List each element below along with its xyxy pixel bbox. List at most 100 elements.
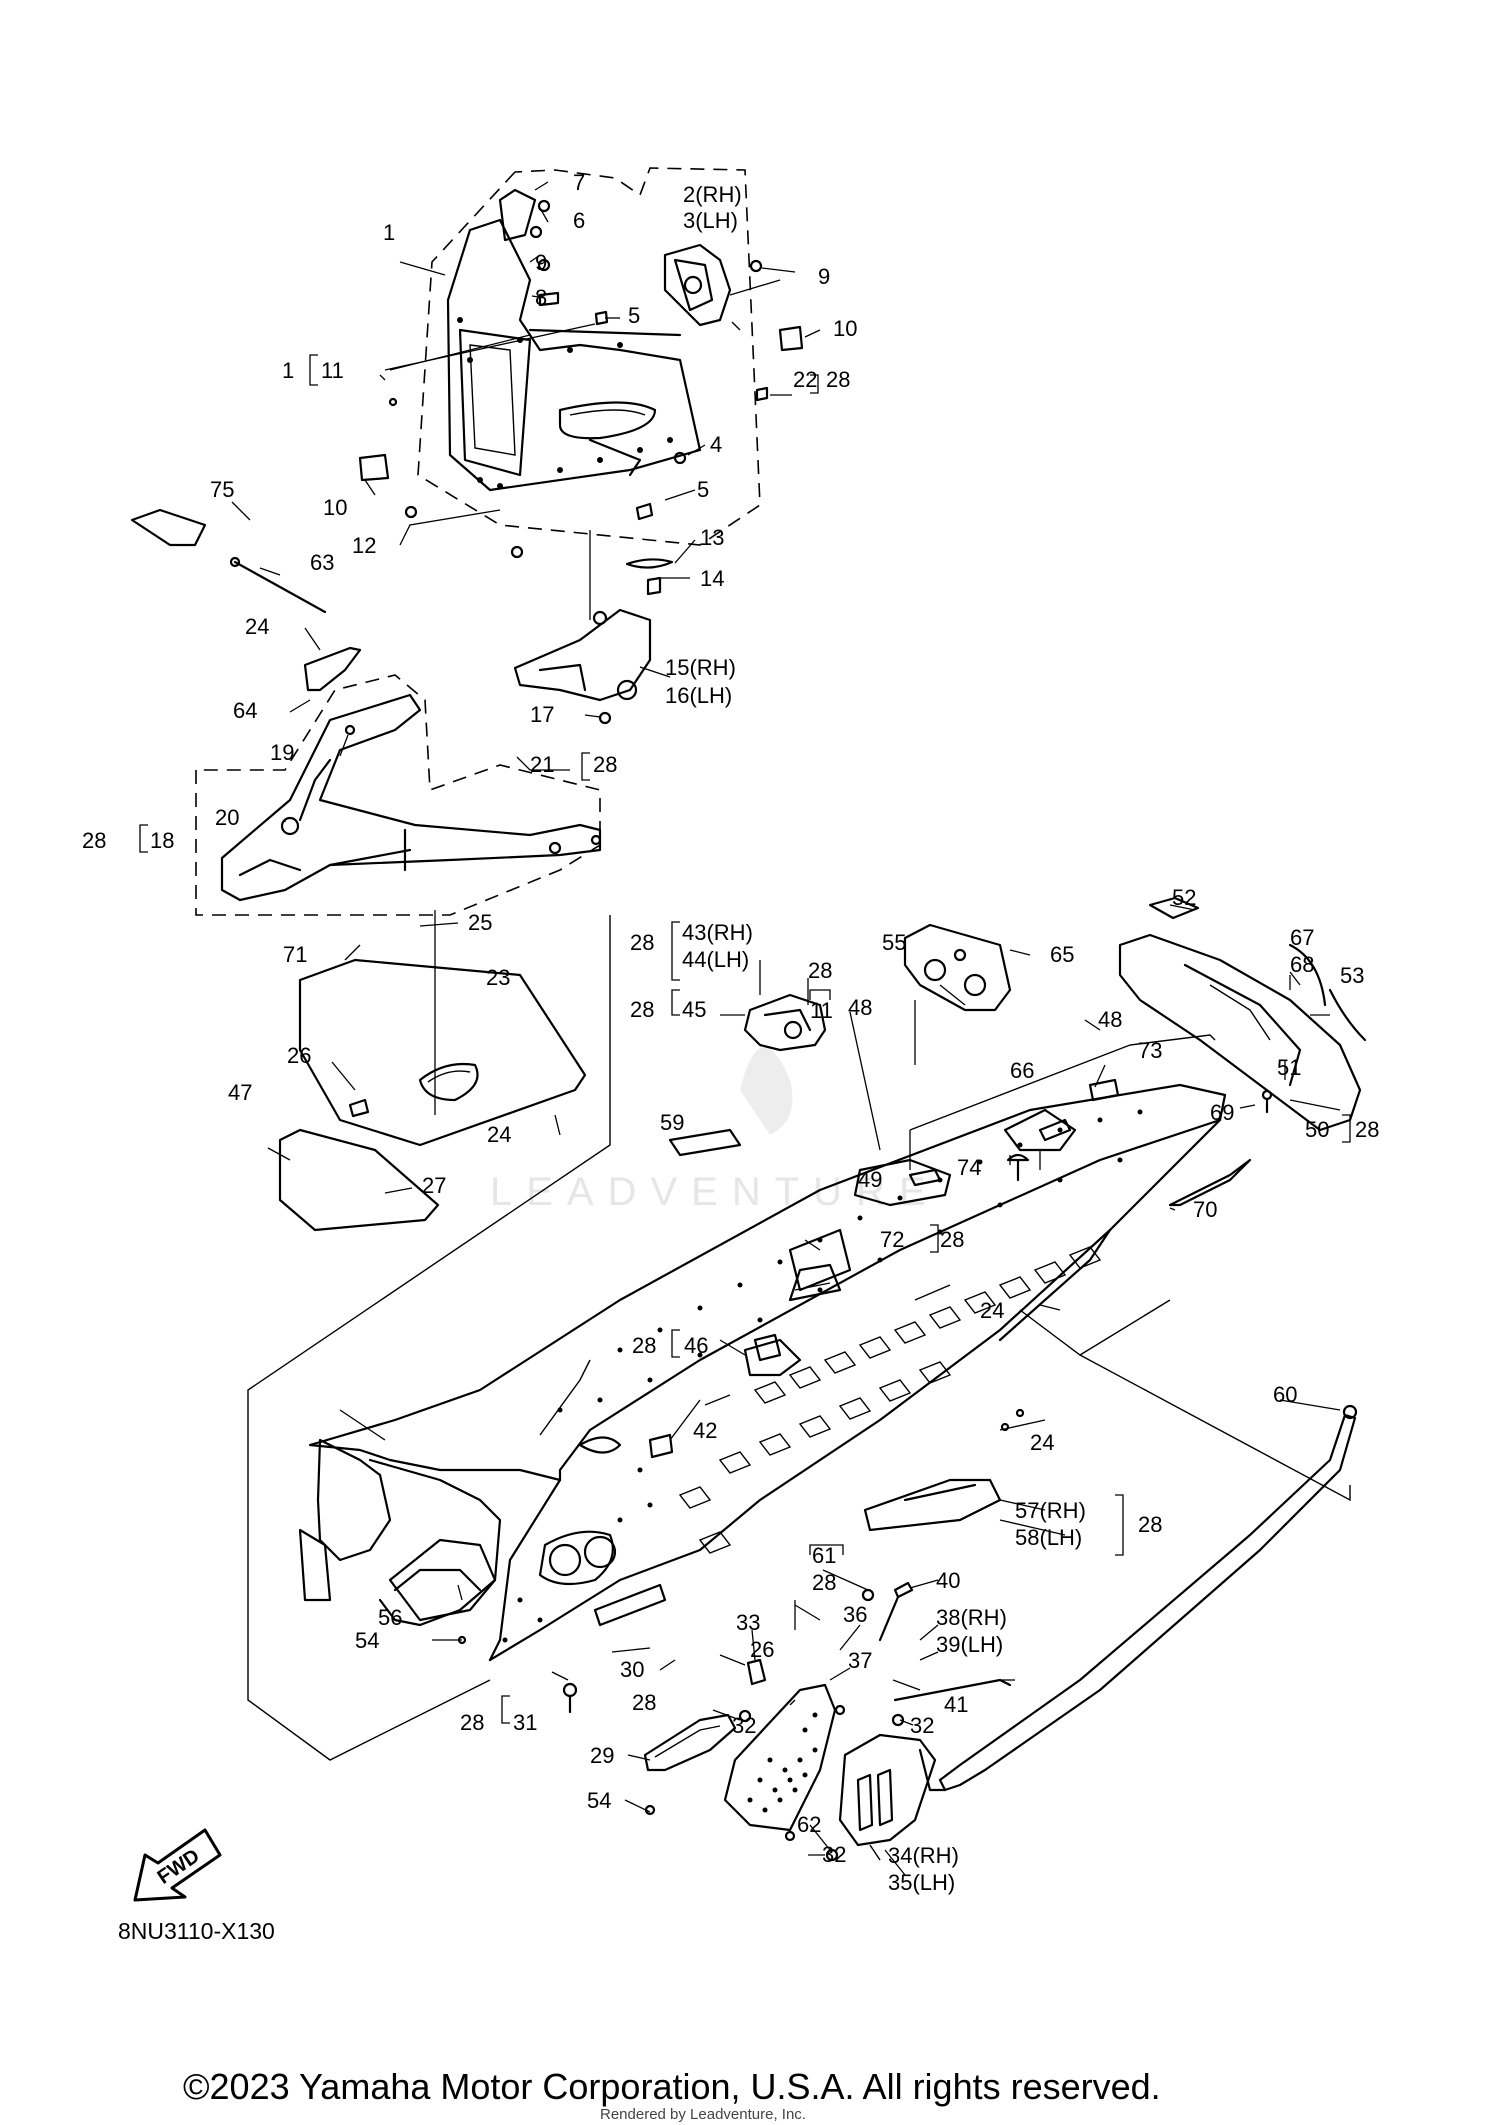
part-1-front-bulkhead xyxy=(446,188,702,492)
callout-73: 73 xyxy=(1138,1038,1162,1063)
callout-66: 66 xyxy=(1010,1058,1034,1083)
callout-12: 12 xyxy=(352,533,376,558)
callout-40: 40 xyxy=(936,1568,960,1593)
part-75-pad xyxy=(130,508,207,547)
callout-25: 25 xyxy=(468,910,492,935)
callout-48b: 48 xyxy=(1098,1007,1122,1032)
callout-37: 37 xyxy=(848,1648,872,1673)
callout-10b: 10 xyxy=(323,495,347,520)
part-52-decal xyxy=(1148,896,1200,920)
tunnel-assembly-outline xyxy=(247,915,1351,1761)
part-55-rear-bracket xyxy=(903,923,1012,1012)
callout-3: 3(LH) xyxy=(683,208,738,233)
callout-35: 35(LH) xyxy=(888,1870,955,1895)
part-59-label xyxy=(668,1128,742,1157)
callout-32b: 32 xyxy=(732,1713,756,1738)
bracket-glyphs xyxy=(139,354,1351,1724)
callout-71: 71 xyxy=(283,942,307,967)
callout-49: 49 xyxy=(858,1167,882,1192)
part-72-decal xyxy=(788,1263,842,1302)
callout-50: 50 xyxy=(1305,1117,1329,1142)
callout-64: 64 xyxy=(233,698,257,723)
part-34-35-footrest xyxy=(838,1733,937,1861)
callout-42: 42 xyxy=(693,1418,717,1443)
callout-5a: 5 xyxy=(628,303,640,328)
callout-67: 67 xyxy=(1290,925,1314,950)
copyright-notice: ©2023 Yamaha Motor Corporation, U.S.A. A… xyxy=(183,2066,1161,2107)
callout-24a: 24 xyxy=(245,614,269,639)
part-42-clip xyxy=(648,1433,674,1459)
callout-24d: 24 xyxy=(1030,1430,1054,1455)
part-2-3-upper-bracket xyxy=(663,243,732,327)
callout-labels: 7 6 1 9 8 5 2(RH) 3(LH) 9 10 22 28 1 11 … xyxy=(82,170,1379,1895)
callout-8: 8 xyxy=(535,285,547,310)
callout-60: 60 xyxy=(1273,1382,1297,1407)
callout-28k: 28 xyxy=(812,1570,836,1595)
diagram-code: 8NU3110-X130 xyxy=(118,1918,275,1944)
callout-11a: 11 xyxy=(321,358,344,383)
callout-68: 68 xyxy=(1290,952,1314,977)
callout-28e: 28 xyxy=(808,958,832,983)
callout-48a: 48 xyxy=(848,995,872,1020)
callout-70: 70 xyxy=(1193,1197,1217,1222)
callout-43: 43(RH) xyxy=(682,920,753,945)
part-29-toe-hold xyxy=(643,1713,737,1772)
part-15-16-bracket xyxy=(513,608,652,725)
callout-55: 55 xyxy=(882,930,906,955)
callout-28c: 28 xyxy=(82,828,106,853)
callout-10a: 10 xyxy=(833,316,857,341)
callout-62: 62 xyxy=(797,1812,821,1837)
callout-27: 27 xyxy=(422,1173,446,1198)
callout-6: 6 xyxy=(573,208,585,233)
callout-69: 69 xyxy=(1210,1100,1234,1125)
callout-17: 17 xyxy=(530,702,554,727)
fwd-arrow-icon: FWD xyxy=(133,1828,222,1902)
part-74-rivet xyxy=(1006,1153,1030,1182)
callout-38: 38(RH) xyxy=(936,1605,1007,1630)
callout-31: 31 xyxy=(513,1710,537,1735)
callout-29: 29 xyxy=(590,1743,614,1768)
callout-61: 61 xyxy=(812,1543,836,1568)
callout-54a: 54 xyxy=(355,1628,379,1653)
callout-28j: 28 xyxy=(1138,1512,1162,1537)
part-46-decal xyxy=(743,1338,802,1377)
callout-28a: 28 xyxy=(826,367,850,392)
rendered-by-notice: Rendered by Leadventure, Inc. xyxy=(600,2106,806,2123)
callout-14: 14 xyxy=(700,566,724,591)
part-66-decal xyxy=(1003,1108,1077,1152)
fasteners-upper xyxy=(388,199,769,596)
tunnel-main xyxy=(298,1083,1227,1662)
callout-28d: 28 xyxy=(630,930,654,955)
callout-72: 72 xyxy=(880,1227,904,1252)
callout-75: 75 xyxy=(210,477,234,502)
callout-53: 53 xyxy=(1340,963,1364,988)
leader-lines xyxy=(231,181,1341,1876)
callout-59: 59 xyxy=(660,1110,684,1135)
part-47-guard xyxy=(278,1128,440,1232)
callout-51: 51 xyxy=(1277,1055,1301,1080)
part-23-skid-plate xyxy=(298,958,587,1147)
callout-52: 52 xyxy=(1172,885,1196,910)
part-26-clip-b xyxy=(746,1658,767,1686)
callout-26a: 26 xyxy=(287,1043,311,1068)
callout-39: 39(LH) xyxy=(936,1632,1003,1657)
callout-44: 44(LH) xyxy=(682,947,749,972)
callout-16: 16(LH) xyxy=(665,683,732,708)
fasteners-lower xyxy=(457,1408,1025,1862)
callout-28g: 28 xyxy=(1355,1117,1379,1142)
callout-5b: 5 xyxy=(697,477,709,502)
callout-28m: 28 xyxy=(460,1710,484,1735)
assembly-outline-front-bulkhead xyxy=(417,167,761,546)
callout-7: 7 xyxy=(573,170,585,195)
part-64-bracket xyxy=(303,646,362,692)
callout-23: 23 xyxy=(486,965,510,990)
part-61-nut xyxy=(861,1588,875,1602)
callout-28f: 28 xyxy=(630,997,654,1022)
callout-56: 56 xyxy=(378,1605,402,1630)
part-60-grab-bar xyxy=(918,1404,1358,1792)
callout-47: 47 xyxy=(228,1080,252,1105)
callout-34: 34(RH) xyxy=(888,1843,959,1868)
callout-18: 18 xyxy=(150,828,174,853)
callout-57: 57(RH) xyxy=(1015,1498,1086,1523)
